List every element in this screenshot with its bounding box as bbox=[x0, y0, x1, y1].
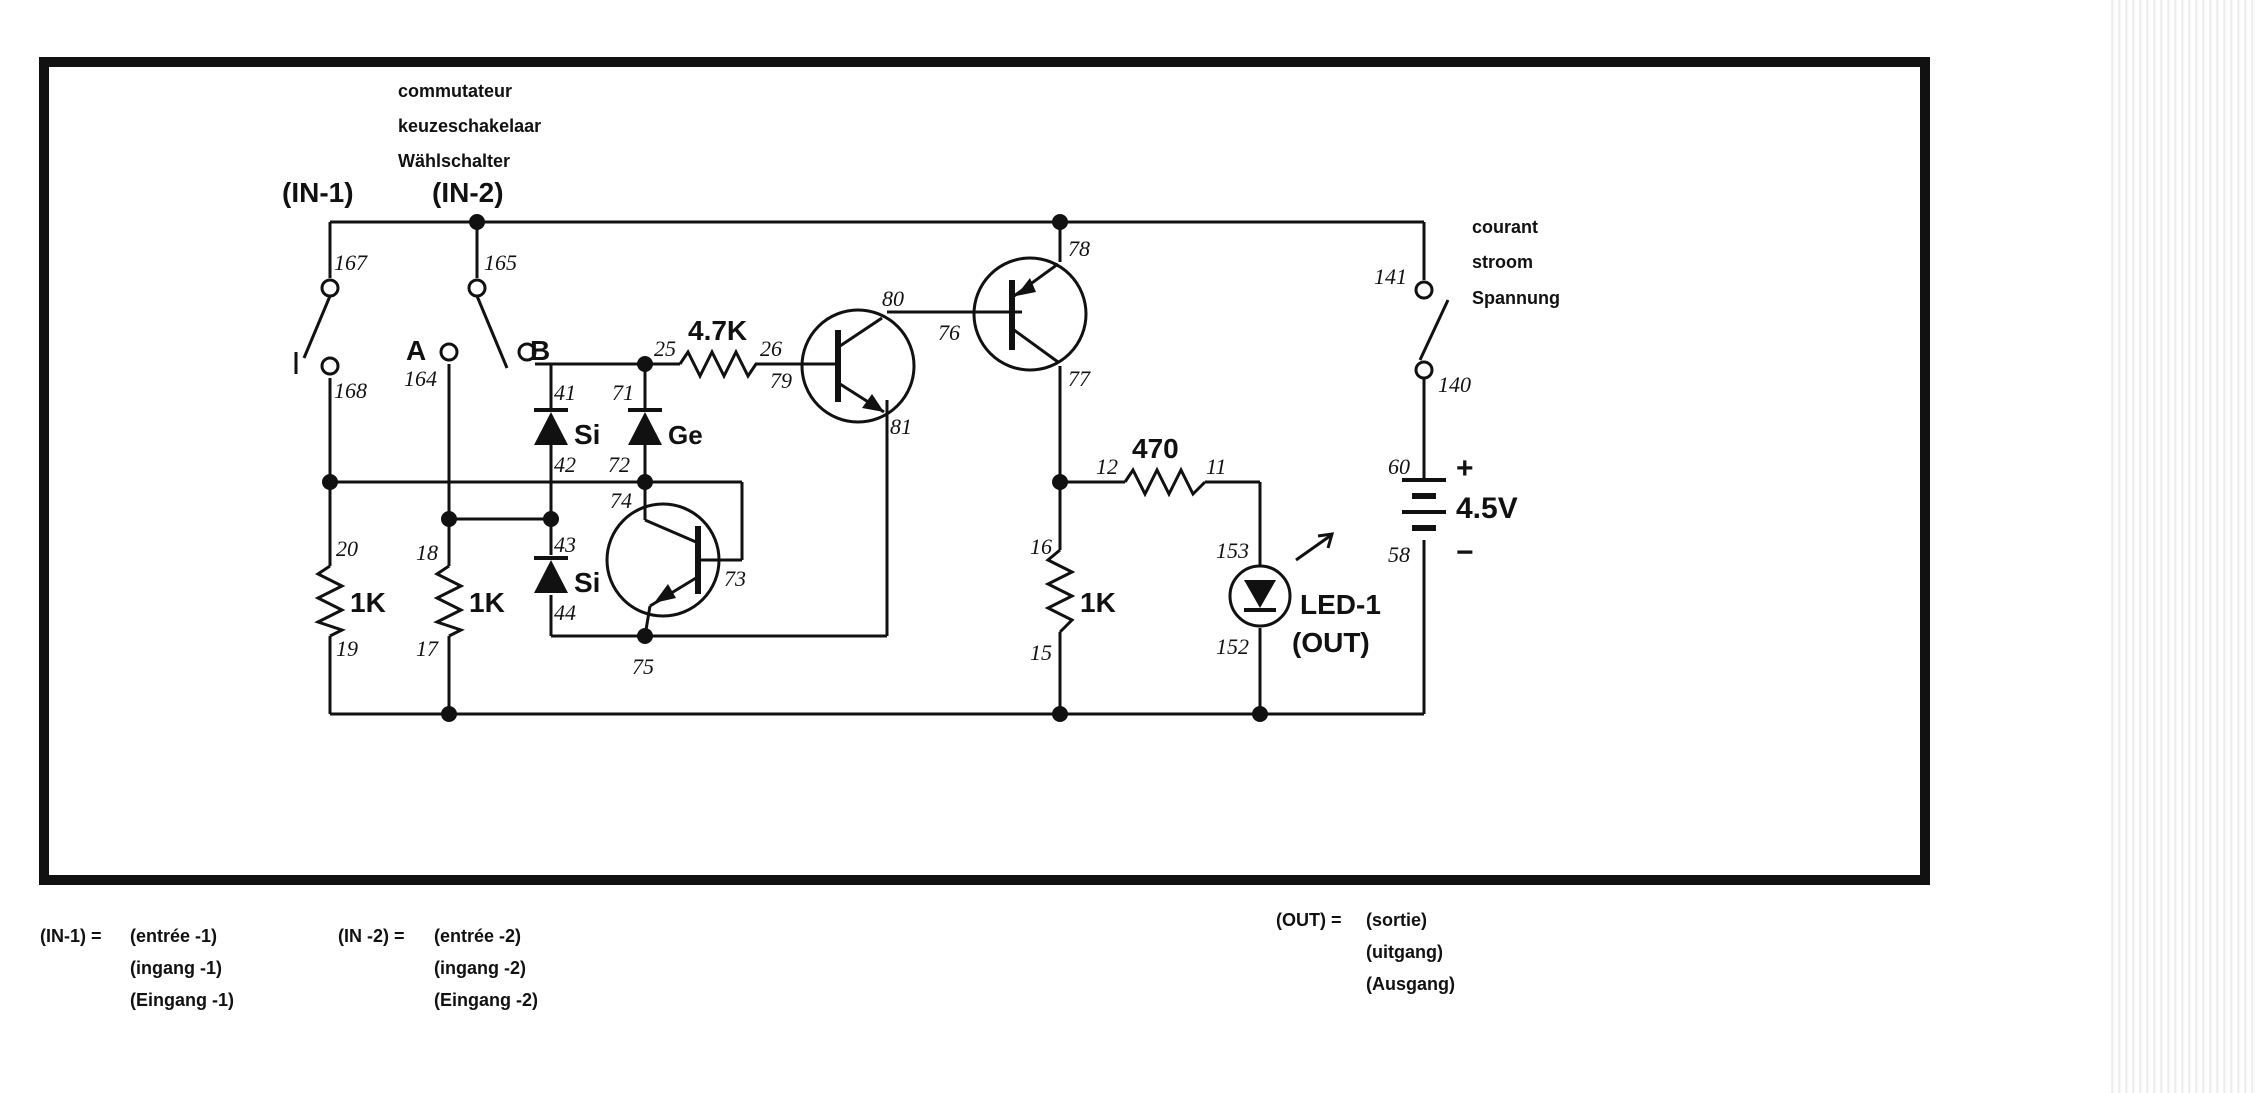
led-name: LED-1 bbox=[1300, 589, 1381, 620]
transistor-q1 bbox=[800, 308, 916, 424]
switch-label-de: Wählschalter bbox=[398, 151, 510, 171]
battery bbox=[1402, 478, 1446, 531]
pin-60: 60 bbox=[1388, 454, 1410, 479]
pin-12: 12 bbox=[1096, 454, 1118, 479]
legend-out-line-3: (Ausgang) bbox=[1366, 974, 1455, 994]
pin-74: 74 bbox=[610, 488, 632, 513]
diode-si-lower bbox=[534, 556, 568, 593]
resistor-1k-middle bbox=[433, 564, 465, 638]
pin-75: 75 bbox=[632, 654, 654, 679]
in1-label: (IN-1) bbox=[282, 177, 354, 208]
diode-ge-label: Ge bbox=[668, 420, 703, 450]
legend-out-key: (OUT) = bbox=[1276, 910, 1342, 930]
pin-152: 152 bbox=[1216, 634, 1249, 659]
battery-voltage: 4.5V bbox=[1456, 492, 1518, 525]
legend-in1-line-3: (Eingang -1) bbox=[130, 990, 234, 1010]
junction-dots bbox=[322, 214, 1268, 722]
legend-in2-line-1: (entrée -2) bbox=[434, 926, 522, 946]
legend-out: (OUT) = (sortie) (uitgang) (Ausgang) bbox=[1276, 904, 1455, 1000]
legend-in1-key: (IN-1) = bbox=[40, 926, 102, 946]
pin-16: 16 bbox=[1030, 534, 1052, 559]
pin-73: 73 bbox=[724, 566, 746, 591]
pin-140: 140 bbox=[1438, 372, 1471, 397]
pin-141: 141 bbox=[1374, 264, 1407, 289]
pin-25: 25 bbox=[654, 336, 676, 361]
diode-si-upper-label: Si bbox=[574, 419, 600, 450]
pin-167: 167 bbox=[334, 250, 368, 275]
resistor-1k-left-label: 1K bbox=[350, 587, 386, 618]
pin-76: 76 bbox=[938, 320, 960, 345]
switch-label-fr: commutateur bbox=[398, 81, 512, 101]
legend-in2: (IN -2) = (entrée -2) (ingang -2) (Eingan… bbox=[338, 920, 538, 1016]
legend-out-line-2: (uitgang) bbox=[1366, 942, 1443, 962]
pin-43: 43 bbox=[554, 532, 576, 557]
pin-165: 165 bbox=[484, 250, 517, 275]
pin-15: 15 bbox=[1030, 640, 1052, 665]
pin-168: 168 bbox=[334, 378, 367, 403]
pin-58: 58 bbox=[1388, 542, 1410, 567]
legend-in1-line-1: (entrée -1) bbox=[130, 926, 218, 946]
pin-78: 78 bbox=[1068, 236, 1090, 261]
pin-72: 72 bbox=[608, 452, 630, 477]
pin-81: 81 bbox=[890, 414, 912, 439]
input-switch-in1[interactable] bbox=[294, 278, 340, 376]
resistor-4k7-label: 4.7K bbox=[688, 315, 747, 346]
terminal-a: A bbox=[406, 335, 426, 366]
pin-153: 153 bbox=[1216, 538, 1249, 563]
resistor-1k-middle-label: 1K bbox=[469, 587, 505, 618]
pin-11: 11 bbox=[1206, 454, 1226, 479]
battery-minus: − bbox=[1456, 536, 1474, 569]
legend-in2-key: (IN -2) = bbox=[338, 926, 405, 946]
pin-79: 79 bbox=[770, 368, 792, 393]
transistor-q2 bbox=[972, 256, 1088, 372]
diode-ge bbox=[628, 408, 662, 445]
pin-41: 41 bbox=[554, 380, 576, 405]
resistor-1k-right bbox=[1044, 548, 1076, 634]
input-switch-in2[interactable] bbox=[439, 278, 537, 369]
legend-in1: (IN-1) = (entrée -1) (ingang -1) (Eingang… bbox=[40, 920, 234, 1016]
legend-in1-line-2: (ingang -1) bbox=[130, 958, 222, 978]
wiring bbox=[328, 220, 1426, 716]
pin-42: 42 bbox=[554, 452, 576, 477]
resistor-470 bbox=[1123, 466, 1207, 498]
diode-si-upper bbox=[534, 408, 568, 445]
pin-80: 80 bbox=[882, 286, 904, 311]
battery-plus: + bbox=[1456, 452, 1474, 485]
pin-71: 71 bbox=[612, 380, 634, 405]
in2-label: (IN-2) bbox=[432, 177, 504, 208]
schematic-frame bbox=[39, 57, 1930, 885]
pin-19: 19 bbox=[336, 636, 358, 661]
pin-77: 77 bbox=[1068, 366, 1091, 391]
legend-in2-line-2: (ingang -2) bbox=[434, 958, 526, 978]
pin-numbers: 167 165 168 164 41 42 71 72 25 26 79 80 … bbox=[334, 236, 1471, 679]
led-1 bbox=[1228, 532, 1335, 628]
pin-164: 164 bbox=[404, 366, 437, 391]
legend-in2-line-3: (Eingang -2) bbox=[434, 990, 538, 1010]
led-out-label: (OUT) bbox=[1292, 627, 1370, 658]
resistor-1k-left bbox=[314, 564, 346, 638]
legend-out-line-1: (sortie) bbox=[1366, 910, 1428, 930]
power-label-de: Spannung bbox=[1472, 288, 1560, 308]
pin-20: 20 bbox=[336, 536, 358, 561]
resistor-1k-right-label: 1K bbox=[1080, 587, 1116, 618]
power-label-fr: courant bbox=[1472, 217, 1538, 237]
page-edge bbox=[2108, 0, 2255, 1093]
power-switch[interactable] bbox=[1414, 280, 1450, 380]
switch-label-nl: keuzeschakelaar bbox=[398, 116, 541, 136]
pin-26: 26 bbox=[760, 336, 782, 361]
resistor-4k7 bbox=[678, 348, 763, 380]
diode-si-lower-label: Si bbox=[574, 567, 600, 598]
pin-44: 44 bbox=[554, 600, 576, 625]
pin-18: 18 bbox=[416, 540, 438, 565]
pin-17: 17 bbox=[416, 636, 439, 661]
transistor-q3 bbox=[605, 502, 721, 637]
power-label-nl: stroom bbox=[1472, 252, 1533, 272]
terminal-b: B bbox=[530, 335, 550, 366]
resistor-470-label: 470 bbox=[1132, 433, 1179, 464]
